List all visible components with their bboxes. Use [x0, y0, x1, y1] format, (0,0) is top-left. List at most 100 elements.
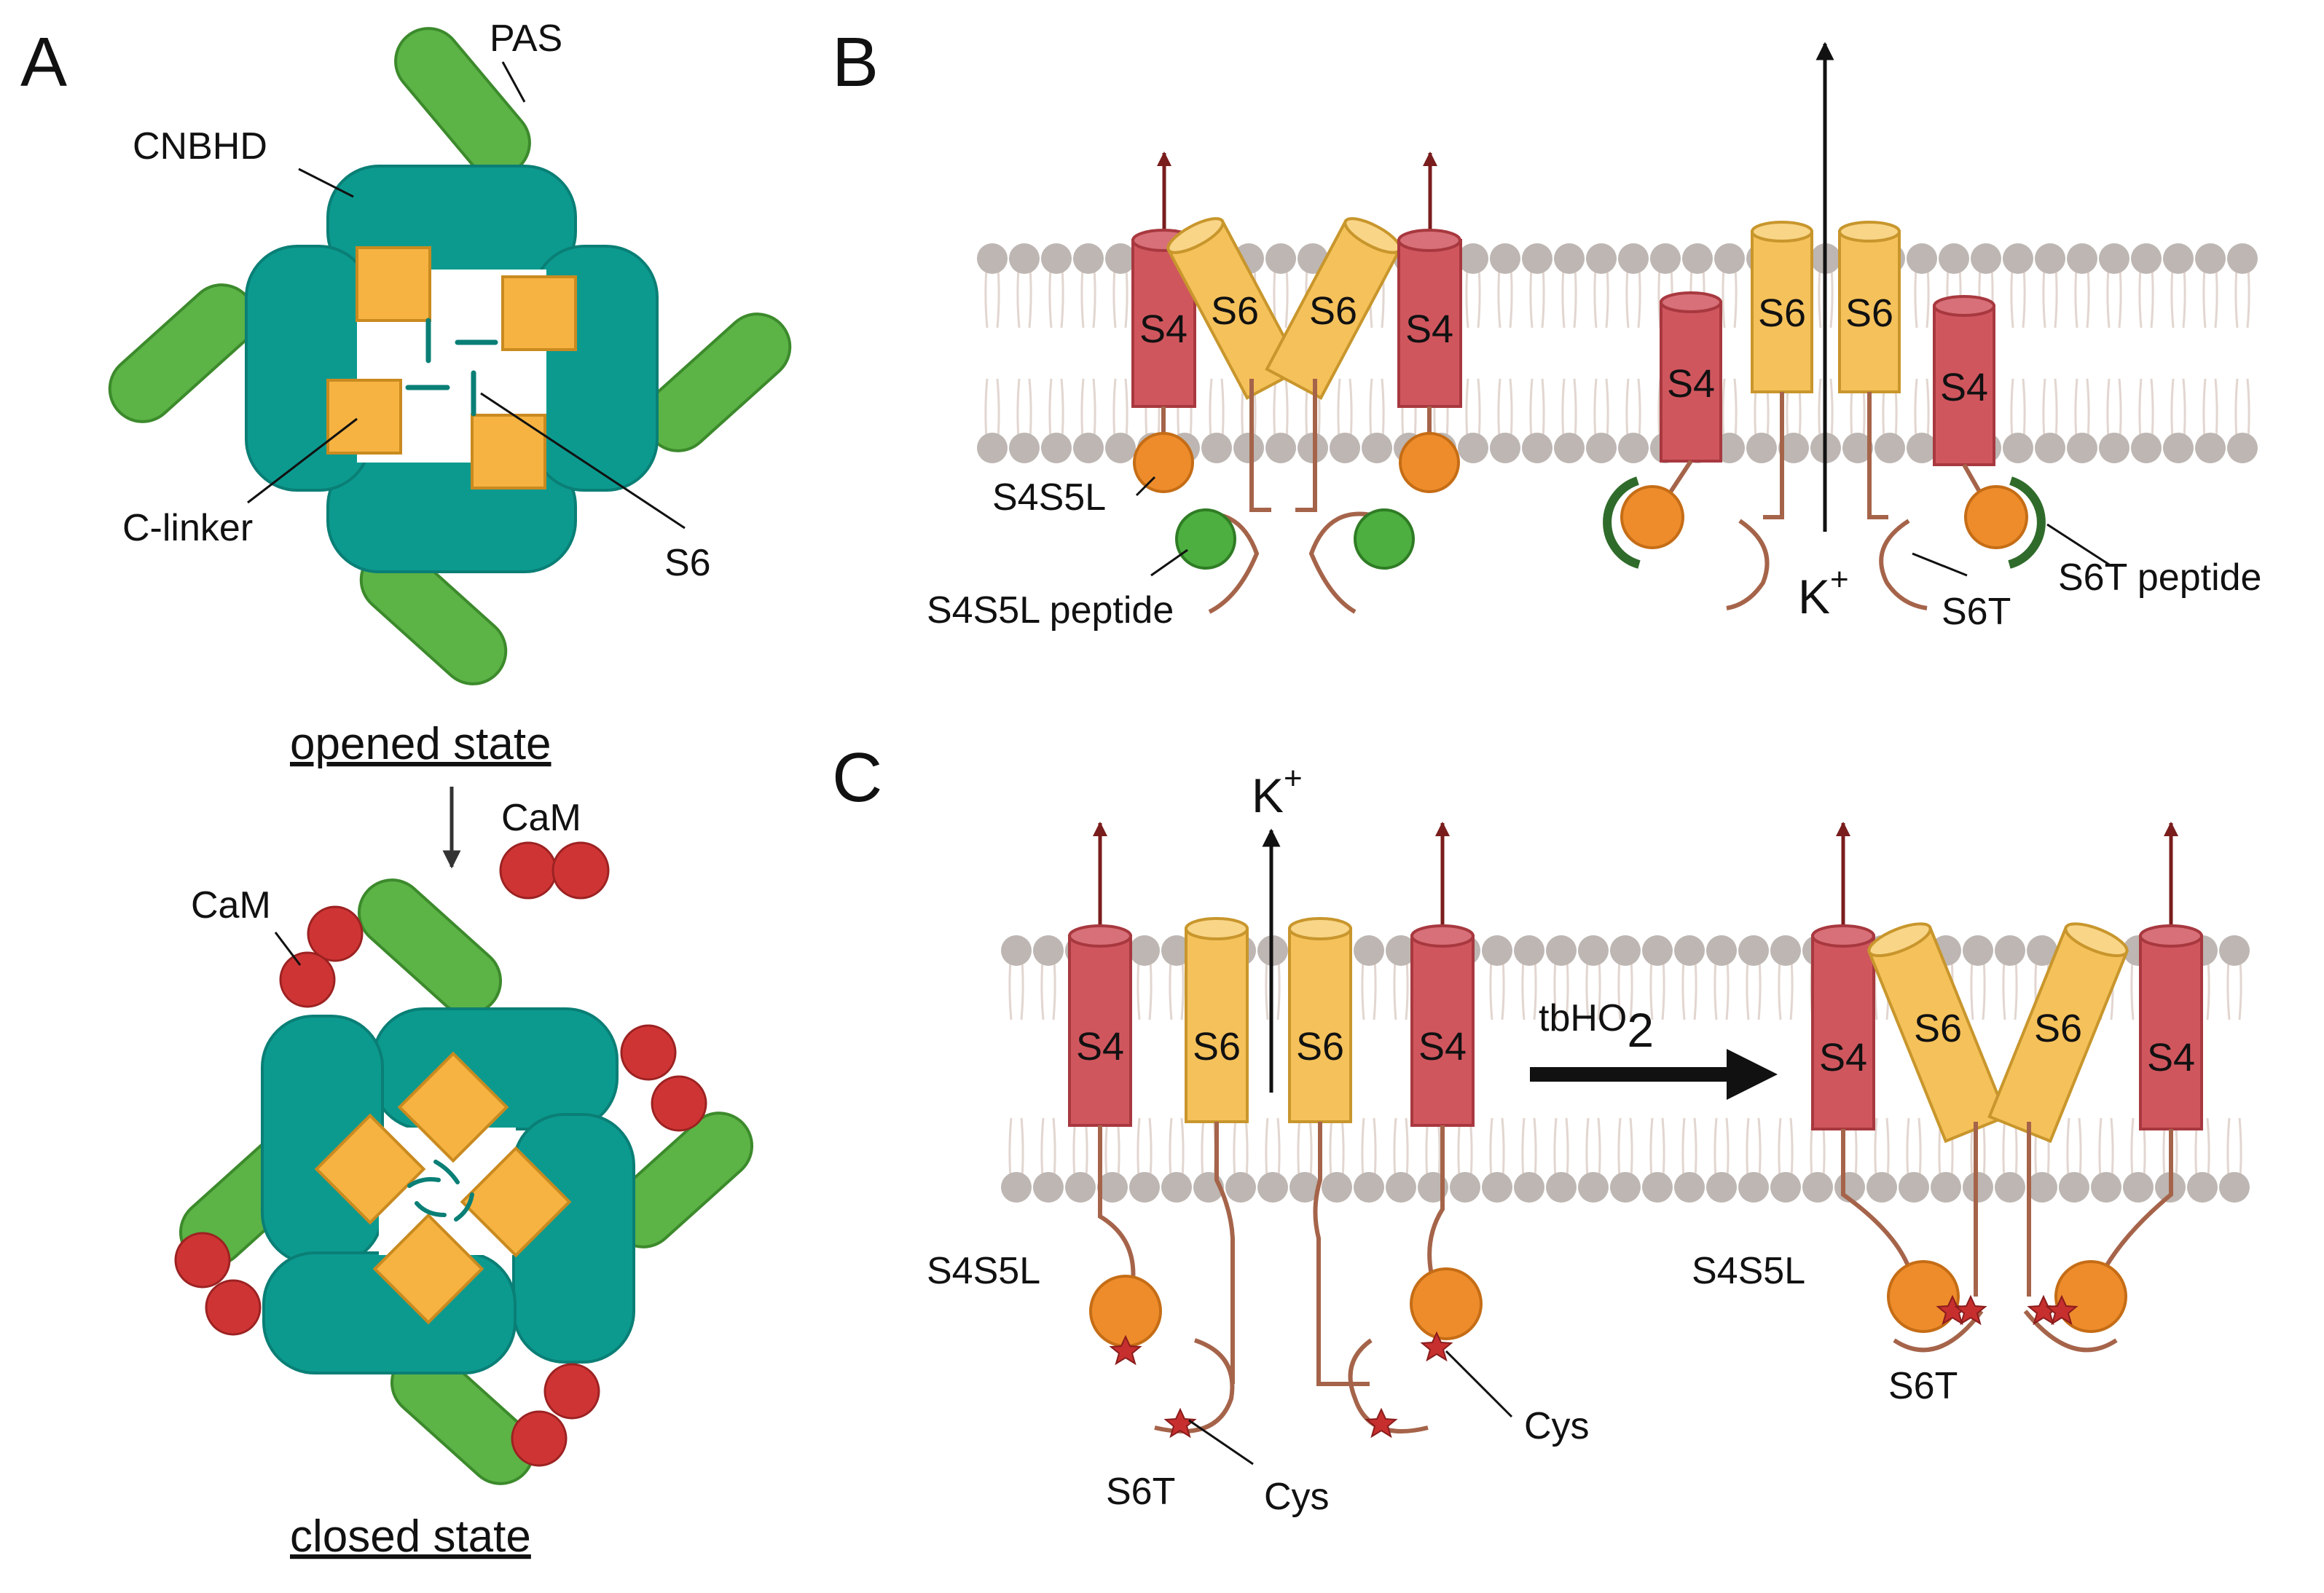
b-peptide-green-right	[1354, 508, 1415, 570]
lipid-head	[977, 433, 1008, 463]
lipid-head	[2027, 1172, 2057, 1203]
lipid-head	[1330, 433, 1360, 463]
lipid-head	[1073, 243, 1104, 274]
lipid-head	[977, 243, 1008, 274]
lipid-head	[1490, 243, 1520, 274]
c-label-s6t-right: S6T	[1888, 1365, 1958, 1407]
b-label-s4s5l-peptide: S4S5L peptide	[927, 589, 1174, 632]
c-label-cys-right: Cys	[1524, 1405, 1590, 1447]
lipid-head	[1971, 243, 2001, 274]
label-s6-panel-a: S6	[664, 542, 711, 584]
lipid-head	[1522, 243, 1552, 274]
label-c-linker: C-linker	[122, 507, 253, 549]
b-s4-left-label: S4	[1139, 307, 1187, 351]
opened-state-label: opened state	[290, 719, 551, 769]
lipid-head	[2227, 433, 2258, 463]
c-reaction-arrowhead	[1727, 1049, 1778, 1100]
lipid-head	[1706, 1172, 1737, 1203]
c-linkers-closed	[1841, 1122, 2173, 1353]
lipid-head	[1514, 1172, 1544, 1203]
lipid-head	[1065, 1172, 1096, 1203]
lipid-head	[1714, 243, 1745, 274]
lipid-head	[1907, 243, 1937, 274]
b-closed-channel: S4 S6 S6 S4	[1131, 152, 1462, 614]
b-label-s6t: S6T	[1942, 591, 2011, 633]
lipid-head	[1458, 433, 1488, 463]
panel-letter-b: B	[832, 23, 879, 101]
lipid-head	[1482, 935, 1512, 966]
lipid-head	[1995, 935, 2025, 966]
b-s4-open-left: S4	[1660, 291, 1722, 463]
b-linkers-left	[1161, 379, 1432, 614]
lipid-head	[1105, 243, 1136, 274]
label-cam-bound: CaM	[191, 884, 271, 927]
lipid-head	[1129, 935, 1160, 966]
lipid-head	[1097, 1172, 1128, 1203]
label-cnbhd: CNBHD	[133, 125, 267, 168]
lipid-head	[1963, 935, 1993, 966]
lipid-head	[2195, 433, 2226, 463]
lipid-head	[1161, 935, 1192, 966]
c-s4-right-label: S4	[1418, 1025, 1467, 1069]
c-closed-channel: S4 S6 S6 S4	[1811, 822, 2203, 1353]
c-open-channel: K+ S4 S6 S6 S4	[1068, 760, 1483, 1439]
lipid-head	[1362, 433, 1392, 463]
c-linkers-left	[1098, 1122, 1445, 1433]
b-s6-open-left: S6	[1751, 221, 1813, 393]
lipid-head	[1161, 1172, 1192, 1203]
lipid-head	[1265, 243, 1296, 274]
lipid-head	[1907, 433, 1937, 463]
lipid-head	[1522, 433, 1552, 463]
panel-letter-a: A	[20, 23, 67, 101]
c-linker-diamond-3	[460, 1146, 572, 1258]
c-s4-left-label: S4	[1076, 1025, 1124, 1069]
lipid-head	[2027, 935, 2057, 966]
lipid-head	[1354, 935, 1384, 966]
lipid-head	[1610, 1172, 1641, 1203]
lipid-head	[1129, 1172, 1160, 1203]
lipid-head	[1642, 935, 1673, 966]
b-s4-right-label: S4	[1405, 307, 1453, 351]
cam-free-lobe-1	[499, 841, 557, 900]
lipid-head	[1546, 1172, 1577, 1203]
label-pas: PAS	[490, 17, 562, 60]
c-cys-stars-crosslinked	[1936, 1294, 2078, 1326]
lipid-head	[1554, 243, 1585, 274]
b-label-s6t-peptide: S6T peptide	[2058, 556, 2261, 599]
lipid-head	[1682, 243, 1713, 274]
s6-segments-open	[405, 318, 498, 417]
lipid-head	[1073, 433, 1104, 463]
lipid-head	[2187, 1172, 2218, 1203]
b-s6-open-left-label: S6	[1758, 291, 1806, 335]
b-s4s5l-ball-open-left	[1620, 485, 1684, 549]
b-s4s5l-ball-right	[1399, 432, 1460, 493]
lipid-head	[1706, 935, 1737, 966]
lipid-head	[2059, 1172, 2089, 1203]
b-s6-left-label: S6	[1211, 289, 1259, 333]
c-label-s4s5l-right: S4S5L	[1692, 1250, 1805, 1292]
lipid-head	[1354, 1172, 1384, 1203]
lipid-head	[1554, 433, 1585, 463]
lipid-head	[1995, 1172, 2025, 1203]
panel-c-leaders	[1188, 1350, 1513, 1466]
lipid-head	[1642, 1172, 1673, 1203]
c-s6-left: S6	[1185, 917, 1249, 1123]
lipid-head	[1201, 433, 1232, 463]
lipid-head	[1105, 433, 1136, 463]
pas-domain-left	[108, 283, 256, 423]
lipid-head	[1618, 433, 1649, 463]
c-linker-box-3	[326, 379, 402, 455]
lipid-head	[1738, 935, 1769, 966]
lipid-head	[2163, 243, 2194, 274]
c-s4s5l-ball-closed-left	[1887, 1260, 1960, 1333]
lipid-head	[2131, 243, 2162, 274]
c-s6-closed-left-label: S6	[1914, 1007, 1962, 1050]
lipid-head	[1458, 243, 1488, 274]
label-cam-free: CaM	[501, 797, 581, 839]
lipid-head	[1041, 243, 1072, 274]
lipid-head	[1257, 1172, 1288, 1203]
c-s6-right: S6	[1288, 917, 1352, 1123]
c-s4-closed-right: S4	[2139, 924, 2203, 1130]
lipid-head	[1001, 935, 1032, 966]
